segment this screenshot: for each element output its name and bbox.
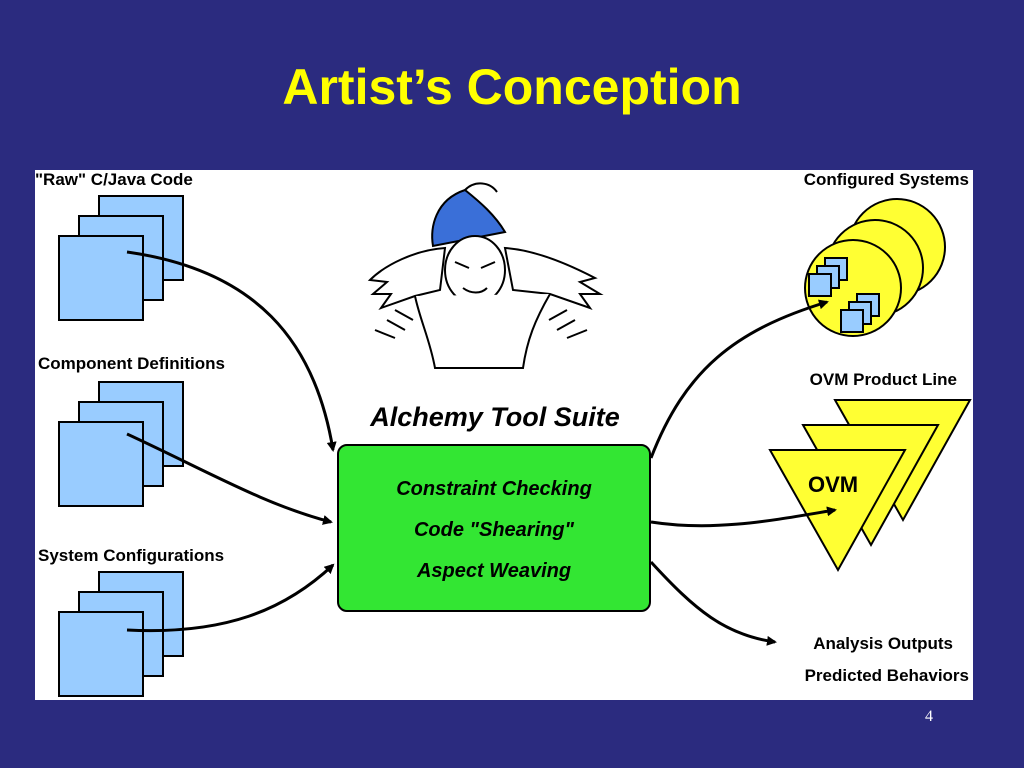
configured-systems-label: Configured Systems	[803, 170, 969, 189]
arrow-tool-to-ovm	[650, 506, 837, 528]
wizard-icon	[367, 182, 604, 369]
diagram-graphics	[58, 182, 972, 697]
system-configurations-documents-icon	[58, 571, 184, 697]
configured-systems-icon	[804, 198, 946, 337]
ovm-product-line-label: OVM Product Line	[809, 370, 957, 389]
step-code-shearing: Code "Shearing"	[413, 519, 575, 541]
ovm-badge: OVM	[808, 472, 859, 497]
step-constraint-checking: Constraint Checking	[396, 478, 592, 500]
slide-title: Artist’s Conception	[282, 59, 742, 115]
component-definitions-label: Component Definitions	[38, 354, 225, 373]
arrow-tool-to-configured	[649, 299, 829, 459]
arrow-configs-to-tool	[126, 563, 335, 633]
page-number: 4	[925, 708, 933, 725]
arrow-raw-to-tool	[126, 250, 337, 452]
ovm-product-line-icon	[768, 399, 972, 573]
raw-code-documents-icon	[58, 195, 184, 321]
component-definitions-documents-icon	[58, 381, 184, 507]
tool-steps-box: Constraint Checking Code "Shearing" Aspe…	[337, 444, 651, 612]
predicted-behaviors-label: Predicted Behaviors	[804, 666, 969, 685]
analysis-outputs-label: Analysis Outputs	[813, 634, 953, 653]
diagram-panel: "Raw" C/Java Code Component Definitions …	[35, 170, 973, 700]
raw-code-label: "Raw" C/Java Code	[35, 170, 193, 189]
arrow-components-to-tool	[126, 432, 333, 525]
system-configurations-label: System Configurations	[38, 546, 225, 565]
arrow-tool-to-analysis	[649, 560, 777, 646]
tool-suite-title: Alchemy Tool Suite	[370, 402, 620, 432]
step-aspect-weaving: Aspect Weaving	[416, 560, 572, 582]
